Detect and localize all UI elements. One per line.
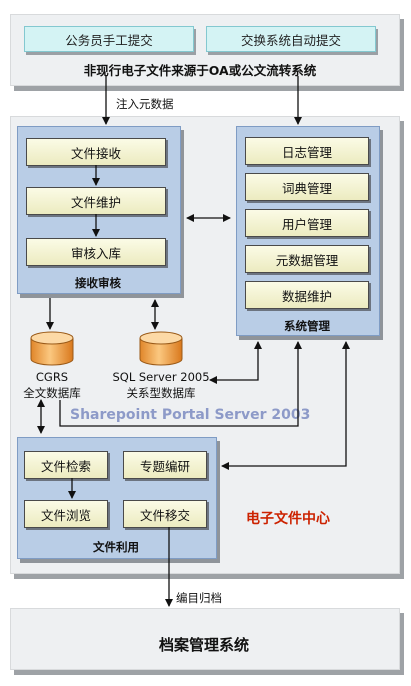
sql-label-1: SQL Server 2005 [112,370,210,384]
use-group-title: 文件利用 [93,540,139,554]
source-caption: 非现行电子文件来源于OA或公文流转系统 [83,63,317,78]
module-review-store: 审核入库 [26,238,166,266]
module-log: 日志管理 [245,137,369,165]
center-label: 电子文件中心 [246,511,330,527]
inject-metadata-label: 注入元数据 [116,97,174,111]
module-file-transfer: 文件移交 [123,500,207,528]
module-topic-compile: 专题编研 [123,451,207,479]
sql-database-icon [139,331,183,366]
auto-submit-box: 交换系统自动提交 [206,26,376,52]
system-group-title: 系统管理 [284,319,330,333]
cgrs-label-1: CGRS [35,370,69,384]
module-metadata: 元数据管理 [245,245,369,273]
module-file-search: 文件检索 [24,451,108,479]
cgrs-label-2: 全文数据库 [23,386,81,400]
cgrs-database-icon [30,331,74,366]
manual-submit-box: 公务员手工提交 [24,26,194,52]
sql-label-2: 关系型数据库 [126,386,196,400]
module-file-browse: 文件浏览 [24,500,108,528]
archive-label: 档案管理系统 [158,636,249,654]
catalog-archive-label: 编目归档 [176,591,222,605]
module-user: 用户管理 [245,209,369,237]
module-dictionary: 词典管理 [245,173,369,201]
module-data-maintain: 数据维护 [245,281,369,309]
archive-panel [10,608,400,670]
receive-group-title: 接收审核 [75,276,121,290]
